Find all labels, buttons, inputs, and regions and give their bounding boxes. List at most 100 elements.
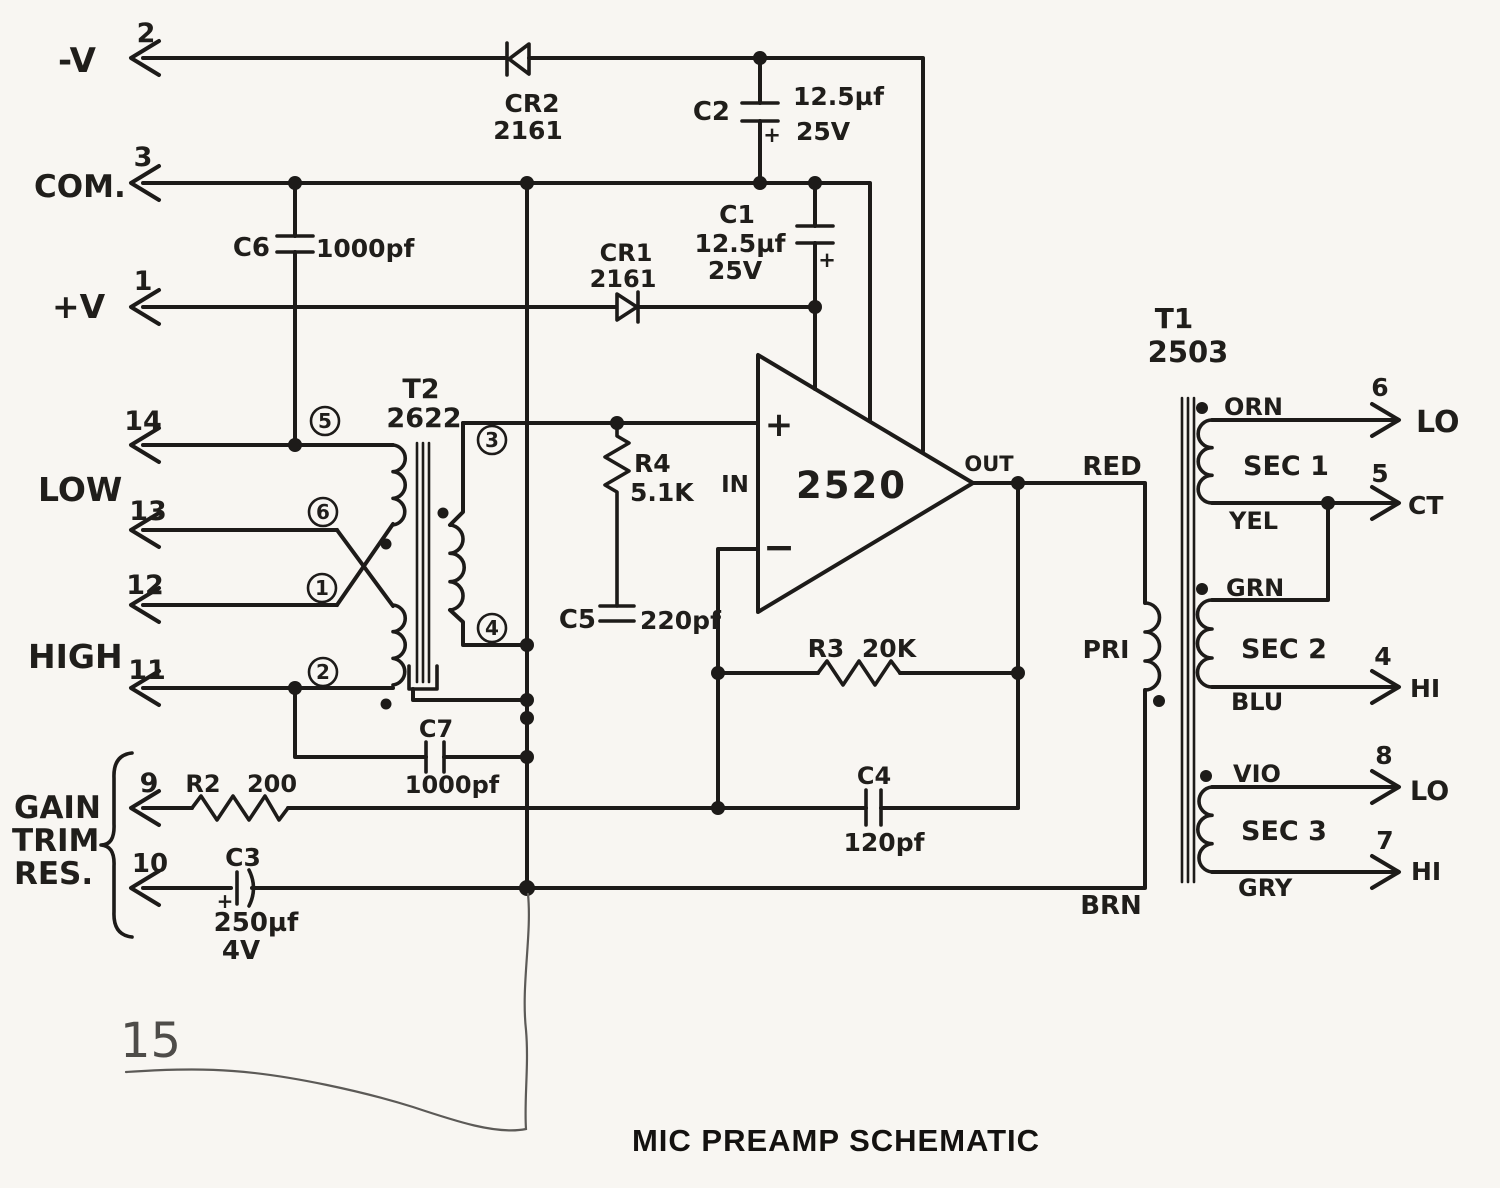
c4-ref: C4 [857,762,891,790]
left-pin-arrows [129,39,161,907]
r2-ref: R2 [185,770,220,798]
high-label: HIGH [28,637,123,676]
diode-cr2 [505,41,531,77]
pin-10: 10 [132,849,168,879]
gain-trim-line2: TRIM [12,823,99,859]
pin-3: 3 [134,142,153,173]
t2-core [415,441,431,684]
wire-vio: VIO [1233,760,1281,788]
component-labels: CR2 2161 CR1 2161 C2 12.5µf 25V + C1 12.… [185,82,925,966]
t2-shield [407,664,439,691]
pin-11: 11 [128,655,166,686]
t2-tap-6: 6 [316,500,330,524]
t2-tap-5: 5 [318,409,332,433]
t2-secondary-winding [448,523,466,612]
wires [141,56,1147,890]
opamp-2520 [756,353,975,614]
c5-ref: C5 [559,605,596,635]
gain-trim-line3: RES. [14,856,93,892]
capacitor-c5 [598,604,636,623]
capacitor-c1 [795,224,835,245]
wire-gry: GRY [1238,874,1293,902]
t1-sec3-winding [1196,785,1214,874]
handwritten-annotation: 15 [120,892,530,1132]
t1-pin7-num: 7 [1376,826,1393,855]
t2-tap-4: 4 [485,616,499,640]
transformer-t2 [391,441,529,702]
opamp-out: OUT [964,452,1014,476]
t2-tap-3: 3 [485,428,499,452]
wire-red: RED [1082,452,1141,482]
c1-ref: C1 [719,200,755,229]
c1-value: 12.5µf [695,229,787,258]
capacitor-c4 [864,788,883,827]
t2-tap-numbers: 5 6 1 2 3 4 [306,405,508,688]
wire-yel: YEL [1228,507,1278,535]
r2-value: 200 [247,770,297,798]
opamp-labels: + − IN 2520 OUT [721,405,1014,569]
c1-plus: + [818,248,836,272]
wire-grn: GRN [1226,574,1284,602]
low-label: LOW [38,470,122,509]
t1-sec2: SEC 2 [1241,634,1327,665]
t1-output-arrows [1370,402,1401,890]
phase-dots [380,402,1212,782]
r3-ref: R3 [808,634,845,663]
gain-trim-brace [99,751,134,939]
resistor-r4 [603,421,631,608]
gain-trim-line1: GAIN [14,790,101,826]
t2-tap-2: 2 [316,660,330,684]
t1-sec2-winding [1195,598,1214,689]
cr1-part: 2161 [590,265,657,293]
pin-2: 2 [137,18,156,49]
t1-pin5-num: 5 [1371,459,1388,488]
r4-ref: R4 [634,449,671,478]
wire-orn: ORN [1224,393,1283,421]
t1-sec1: SEC 1 [1243,451,1329,482]
cr2-ref: CR2 [505,89,560,118]
t1-pin5-label: CT [1408,491,1443,520]
t1-pin8-num: 8 [1375,741,1392,770]
t1-part: 2503 [1148,335,1229,369]
c6-ref: C6 [233,233,270,263]
handwritten-note-line [124,892,530,1132]
t1-pin6-num: 6 [1371,373,1388,402]
t1-pin7-label: HI [1411,857,1441,886]
neg-v-label: -V [58,41,97,81]
c6-value: 1000pf [316,234,415,263]
handwritten-note-text: 15 [120,1013,181,1069]
c1-rating: 25V [708,256,763,285]
pin-14: 14 [124,406,162,437]
c2-ref: C2 [693,97,730,127]
c3-plus: + [217,889,234,913]
c3-ref: C3 [225,843,261,872]
t1-pri: PRI [1083,635,1130,664]
t1-pin6-label: LO [1416,405,1460,440]
schematic-title: MIC PREAMP SCHEMATIC [632,1123,1040,1158]
t1-pin4-label: HI [1410,674,1440,703]
t2-primary-upper-winding [391,443,408,527]
wire-brn: BRN [1080,891,1142,921]
pin-13: 13 [129,496,167,527]
c5-value: 220pf [640,606,722,635]
t1-core [1180,396,1196,884]
left-terminal-labels: -V 2 COM. 3 +V 1 14 LOW 13 12 HIGH 11 [28,18,167,686]
r3-value: 20K [862,634,918,663]
wire-blu: BLU [1231,688,1283,716]
c7-value: 1000pf [405,771,500,799]
capacitor-c7 [424,740,446,774]
c7-ref: C7 [419,715,453,743]
opamp-part: 2520 [796,464,907,507]
resistor-r2 [190,794,290,822]
t1-sec3: SEC 3 [1241,816,1327,847]
capacitor-c6 [275,234,315,254]
cr2-part: 2161 [493,116,563,145]
junction-dots [288,51,1335,896]
pin-9: 9 [140,768,159,799]
gain-trim-block: GAIN TRIM RES. 9 10 [12,751,168,939]
c2-value: 12.5µf [793,82,885,111]
capacitor-c2 [740,101,780,123]
t2-part: 2622 [386,403,461,434]
